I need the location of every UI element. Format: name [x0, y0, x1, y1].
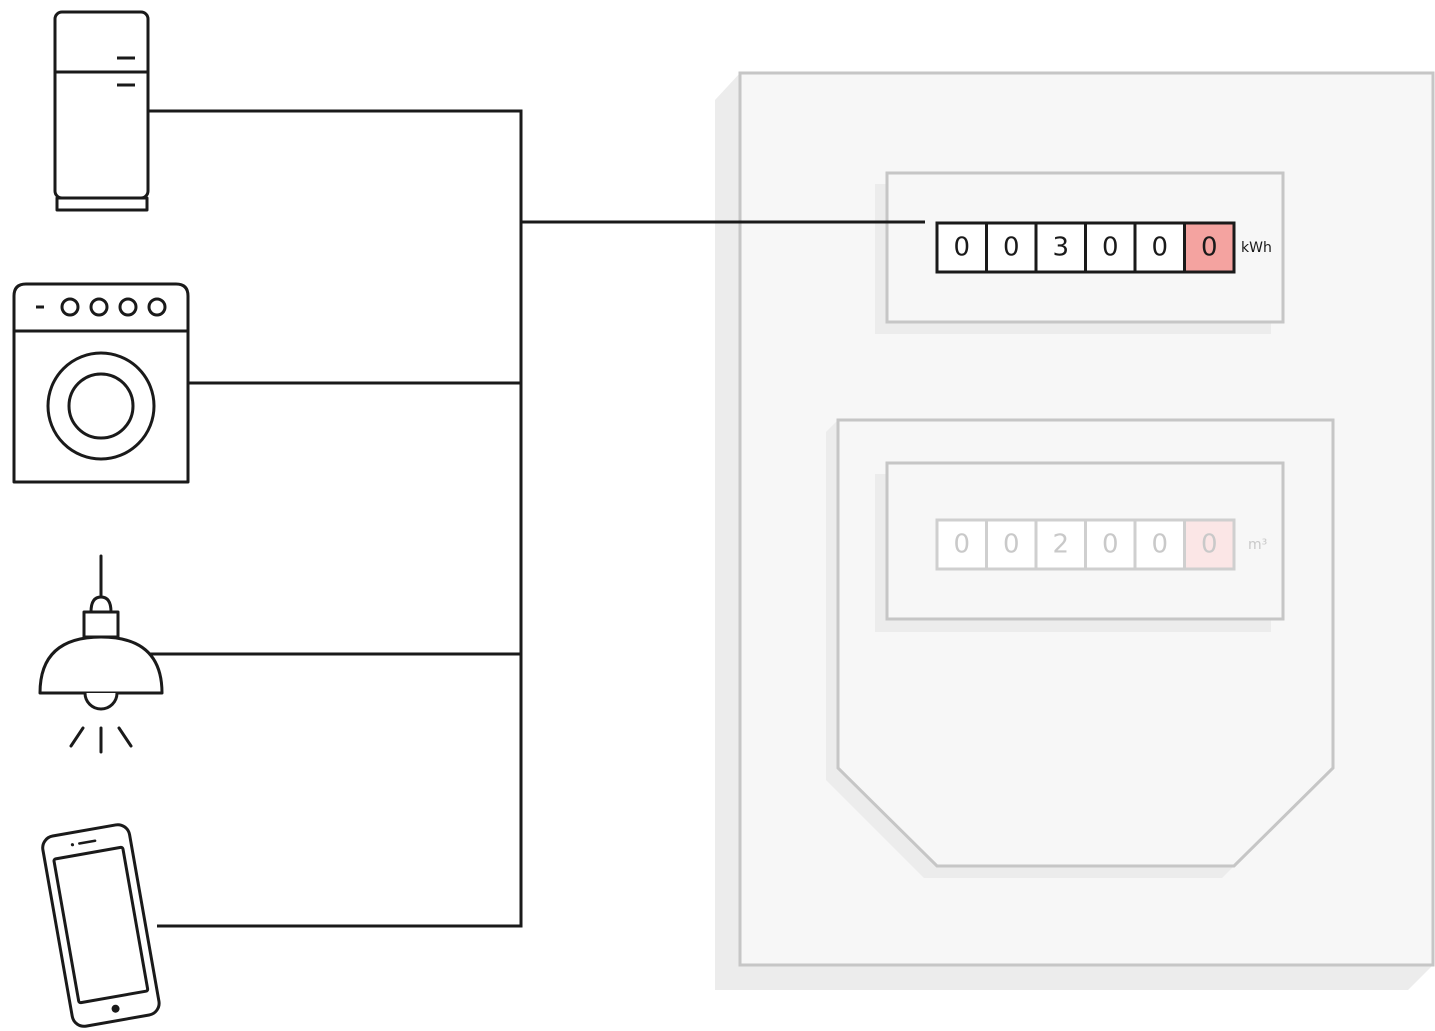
counter-digit-cell	[935, 518, 988, 571]
gas-meter: 0 0 2 0 0 0 m³	[826, 418, 1335, 878]
wiring	[145, 109, 925, 928]
gas-meter-display: 0 0 2 0 0 0	[935, 518, 1236, 571]
counter-digit: 0	[1003, 233, 1020, 263]
electricity-meter: 0 0 3 0 0 0 kWh	[875, 171, 1285, 334]
smartphone-icon	[41, 823, 161, 1028]
counter-digit: 3	[1052, 233, 1069, 263]
counter-digit-cell	[1084, 221, 1137, 274]
counter-digit: 0	[1102, 233, 1119, 263]
counter-digit: 2	[1052, 530, 1069, 560]
washing-machine-icon	[12, 282, 190, 484]
gas-unit-label: m³	[1248, 537, 1267, 553]
counter-digit-cell	[935, 221, 988, 274]
counter-digit: 0	[953, 233, 970, 263]
refrigerator-icon	[53, 10, 150, 212]
electricity-unit-label: kWh	[1241, 240, 1272, 256]
electricity-meter-display: 0 0 3 0 0 0	[935, 221, 1236, 274]
counter-digit-cell	[1034, 221, 1087, 274]
counter-digit: 0	[1201, 530, 1218, 560]
counter-digit-cell	[985, 221, 1038, 274]
counter-digit-cell	[1183, 518, 1236, 571]
counter-digit: 0	[1151, 233, 1168, 263]
counter-digit: 0	[1201, 233, 1218, 263]
counter-digit: 0	[1003, 530, 1020, 560]
counter-digit-cell	[1183, 221, 1236, 274]
counter-digit: 0	[953, 530, 970, 560]
counter-digit-cell	[1133, 518, 1186, 571]
wire-main	[148, 109, 523, 928]
ceiling-lamp-icon	[38, 554, 164, 754]
counter-digit: 0	[1151, 530, 1168, 560]
counter-digit: 0	[1102, 530, 1119, 560]
